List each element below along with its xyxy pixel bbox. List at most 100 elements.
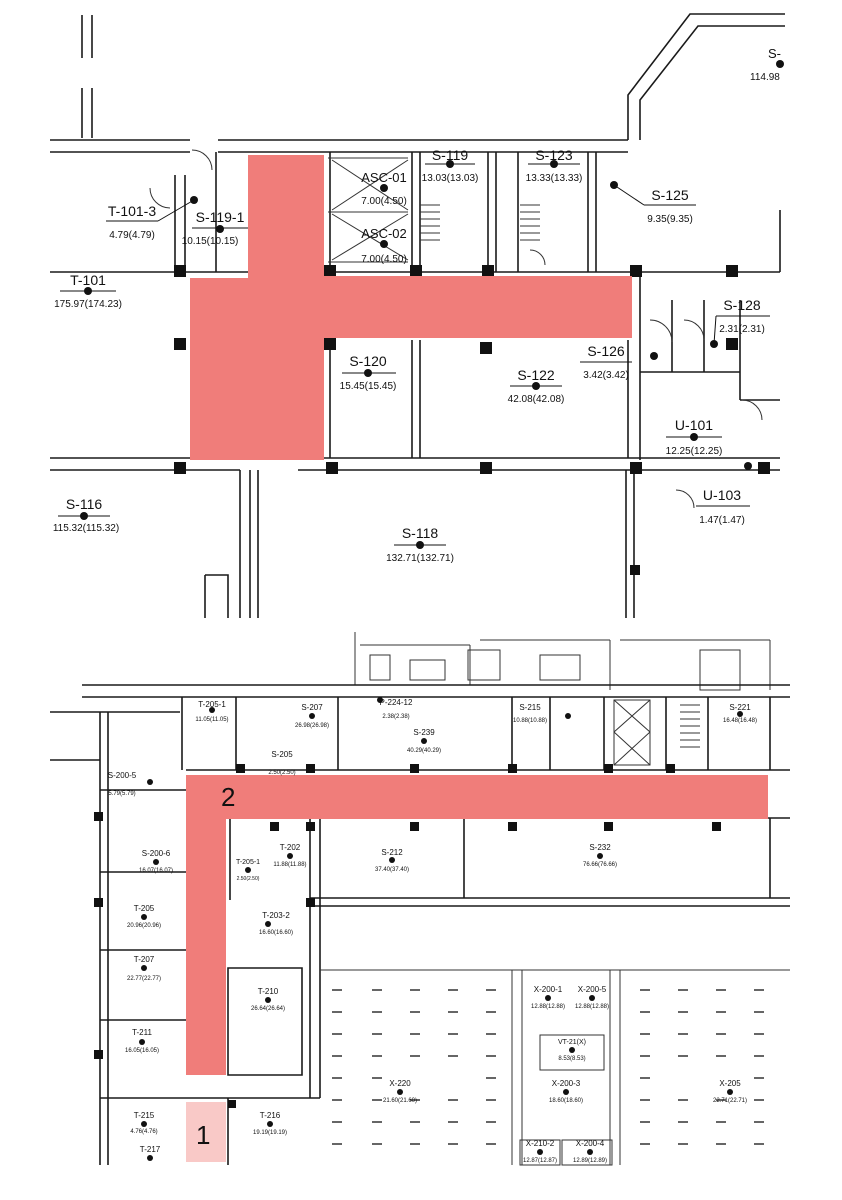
svg-text:S-123: S-123 [535, 147, 573, 163]
svg-text:T-205-1: T-205-1 [236, 859, 260, 866]
svg-text:20.96(20.96): 20.96(20.96) [127, 923, 161, 929]
svg-text:ASC-01: ASC-01 [361, 170, 407, 185]
svg-text:T-101-3: T-101-3 [108, 203, 156, 219]
svg-text:S-232: S-232 [589, 843, 611, 852]
svg-text:X-220: X-220 [389, 1079, 411, 1088]
svg-text:7.00(4.50): 7.00(4.50) [361, 196, 407, 207]
svg-text:X-205: X-205 [719, 1079, 741, 1088]
room-label: T-217 [140, 1145, 161, 1161]
svg-text:2.31(2.31): 2.31(2.31) [719, 324, 765, 335]
svg-text:11.05(11.05): 11.05(11.05) [195, 717, 228, 723]
svg-text:10.15(10.15): 10.15(10.15) [182, 236, 239, 247]
svg-text:ASC-02: ASC-02 [361, 226, 407, 241]
svg-text:12.25(12.25): 12.25(12.25) [666, 446, 723, 457]
svg-text:16.60(16.60): 16.60(16.60) [259, 930, 293, 936]
svg-text:26.98(26.98): 26.98(26.98) [295, 723, 329, 729]
svg-text:5.79(5.79): 5.79(5.79) [108, 791, 135, 797]
svg-text:22.71(22.71): 22.71(22.71) [713, 1098, 747, 1104]
svg-text:T-205: T-205 [134, 904, 155, 913]
svg-text:115.32(115.32): 115.32(115.32) [53, 523, 119, 534]
room-label: ASC-01 7.00(4.50) [361, 170, 407, 207]
svg-text:16.07(16.07): 16.07(16.07) [139, 868, 173, 874]
svg-text:7.00(4.50): 7.00(4.50) [361, 254, 407, 265]
room-label: T-205 20.96(20.96) [127, 904, 161, 929]
room-label: S-215 10.88(10.88) [513, 703, 571, 724]
svg-text:P-224-12: P-224-12 [380, 698, 413, 707]
svg-text:3.42(3.42): 3.42(3.42) [583, 370, 629, 381]
svg-text:13.33(13.33): 13.33(13.33) [526, 173, 583, 184]
room-label: S-128 2.31(2.31) [710, 297, 770, 348]
svg-text:4.79(4.79): 4.79(4.79) [109, 230, 155, 241]
room-label: T-205-1 2.50(2.50) [236, 859, 260, 882]
svg-text:12.89(12.89): 12.89(12.89) [573, 1158, 607, 1164]
room-label: P-224-122.38(2.38) [377, 697, 413, 720]
svg-text:12.88(12.88): 12.88(12.88) [575, 1004, 609, 1010]
room-label: S-123 13.33(13.33) [526, 147, 583, 184]
svg-text:T-210: T-210 [258, 987, 279, 996]
svg-text:12.88(12.88): 12.88(12.88) [531, 1004, 565, 1010]
svg-text:S-200-5: S-200-5 [108, 771, 137, 780]
svg-text:132.71(132.71): 132.71(132.71) [386, 553, 454, 564]
room-label: ASC-02 7.00(4.50) [361, 226, 407, 265]
room-label: T-203-216.60(16.60) [259, 911, 293, 936]
svg-text:175.97(174.23): 175.97(174.23) [54, 299, 122, 310]
svg-text:S-125: S-125 [651, 187, 689, 203]
svg-text:12.87(12.87): 12.87(12.87) [523, 1158, 557, 1164]
svg-text:42.08(42.08): 42.08(42.08) [508, 394, 565, 405]
svg-text:2.50(2.50): 2.50(2.50) [268, 770, 295, 776]
room-label: X-200-318.60(18.60) [549, 1079, 583, 1104]
svg-text:10.88(10.88): 10.88(10.88) [513, 718, 547, 724]
svg-text:22.77(22.77): 22.77(22.77) [127, 976, 161, 982]
svg-text:T-205-1: T-205-1 [198, 700, 226, 709]
svg-text:T-207: T-207 [134, 955, 155, 964]
room-label: S-125 9.35(9.35) [610, 181, 696, 225]
svg-text:S-215: S-215 [519, 703, 541, 712]
svg-text:T-211: T-211 [132, 1028, 152, 1037]
svg-text:8.53(8.53): 8.53(8.53) [558, 1056, 585, 1062]
room-label: T-205-1 11.05(11.05) [195, 700, 228, 723]
svg-text:11.88(11.88): 11.88(11.88) [273, 862, 306, 868]
room-label: T-101-3 4.79(4.79) [106, 196, 198, 241]
svg-text:S-118: S-118 [402, 525, 439, 541]
svg-text:114.98: 114.98 [750, 72, 780, 83]
svg-text:37.40(37.40): 37.40(37.40) [375, 867, 409, 873]
room-label: S-200-616.07(16.07) [139, 849, 173, 874]
svg-text:S-119-1: S-119-1 [196, 209, 245, 225]
room-label: S-122 42.08(42.08) [508, 367, 565, 405]
room-label: T-207 22.77(22.77) [127, 955, 161, 982]
svg-text:S-126: S-126 [587, 343, 625, 359]
room-label: S- 114.98 [750, 46, 784, 83]
svg-text:S-128: S-128 [723, 297, 761, 313]
svg-text:21.60(21.60): 21.60(21.60) [383, 1098, 417, 1104]
svg-text:S-221: S-221 [729, 703, 751, 712]
svg-text:13.03(13.03): 13.03(13.03) [422, 173, 479, 184]
svg-text:2.50(2.50): 2.50(2.50) [237, 876, 260, 882]
svg-text:X-200-3: X-200-3 [552, 1079, 581, 1088]
svg-text:S-205: S-205 [271, 750, 293, 759]
room-label: S-118 132.71(132.71) [386, 525, 454, 564]
svg-text:S-: S- [768, 46, 781, 61]
room-label: S-212 37.40(37.40) [375, 848, 409, 873]
lower-plan: 2 1 T-205-111.05(11.05) S-20726.98(26.98… [50, 632, 790, 1166]
room-label: X-200-412.89(12.89) [573, 1139, 607, 1164]
svg-text:S-212: S-212 [381, 848, 403, 857]
corridor-highlight-lower-horizontal [186, 775, 768, 819]
svg-text:T-216: T-216 [260, 1111, 281, 1120]
svg-text:9.35(9.35): 9.35(9.35) [647, 214, 693, 225]
svg-text:S-122: S-122 [517, 367, 555, 383]
